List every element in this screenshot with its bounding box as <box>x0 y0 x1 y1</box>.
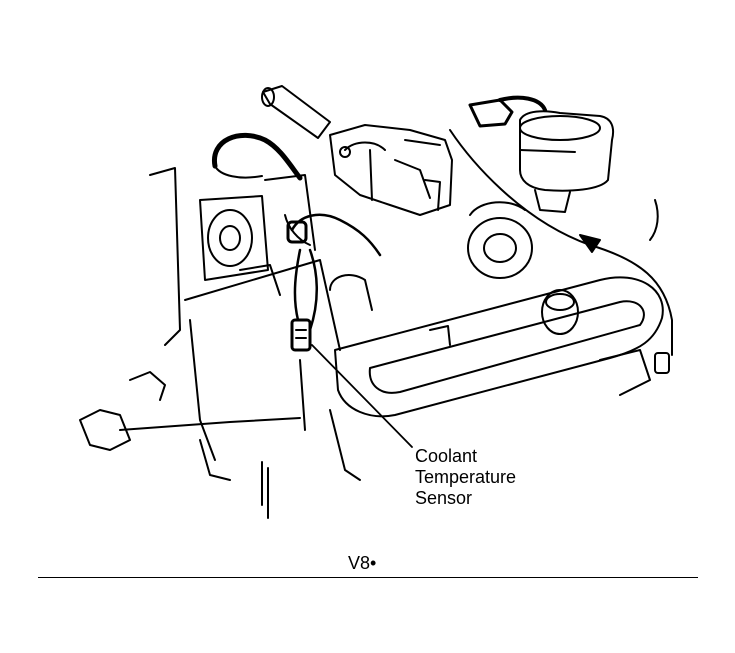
engine-block <box>79 167 659 481</box>
pulley <box>467 201 533 279</box>
distributor <box>468 95 615 213</box>
wiring-harness <box>284 129 673 374</box>
tick-marks <box>261 461 269 519</box>
alternator <box>199 195 269 281</box>
divider-rule <box>38 577 698 578</box>
carburetor <box>329 124 453 216</box>
hose-loop <box>212 132 303 181</box>
label-line-1: Coolant <box>415 446 478 466</box>
intake-tube <box>261 85 331 139</box>
valve-cover <box>334 276 664 418</box>
figure-caption: V8• <box>348 553 377 573</box>
coolant-sensor-connector <box>290 318 312 352</box>
label-line-2: Temperature <box>415 467 517 487</box>
label-line-3: Sensor <box>415 488 473 508</box>
coolant-sensor-label: Coolant Temperature Sensor <box>415 446 516 509</box>
sensor-leader-line <box>311 344 413 448</box>
